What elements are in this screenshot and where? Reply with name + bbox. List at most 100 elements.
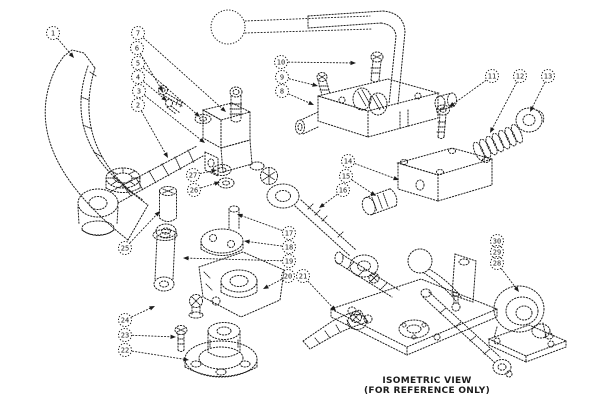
leader-arrowhead-21: [330, 305, 336, 311]
balloon-number-27: 27: [189, 172, 197, 180]
balloon-17: [282, 226, 296, 240]
balloon-number-16: 16: [339, 187, 347, 195]
balloon-number-6: 6: [135, 45, 139, 53]
balloon-number-8: 8: [280, 88, 284, 96]
leader-arrowhead-14: [393, 176, 399, 181]
balloon-6: [130, 41, 144, 55]
balloon-number-1: 1: [51, 30, 55, 38]
housing-screws: [316, 51, 384, 96]
leader-arrowhead-7: [220, 106, 226, 112]
leader-arrowhead-27: [211, 168, 217, 174]
balloon-27: [186, 168, 200, 182]
detail-balloon-leader-1: [244, 15, 371, 22]
balloon-number-14: 14: [344, 158, 352, 166]
leader-line-17: [240, 214, 283, 231]
handle-lever: [307, 10, 406, 105]
balloon-number-12: 12: [516, 73, 524, 81]
leader-arrowhead-17: [237, 213, 243, 218]
leader-arrowhead-24: [149, 306, 155, 311]
leader-line-20: [266, 279, 282, 288]
leader-line-24: [131, 307, 152, 318]
arm-ball-stud: [188, 294, 204, 319]
mount-bracket: [451, 253, 477, 303]
leader-arrowhead-18: [244, 239, 250, 244]
leader-line-2: [141, 111, 167, 155]
balloon-4: [131, 70, 145, 84]
leader-line-28: [501, 268, 518, 290]
compression-spring: [472, 123, 524, 162]
center-link: [153, 223, 177, 292]
leader-line-12: [491, 82, 517, 130]
balloon-23: [118, 328, 132, 342]
leader-arrowhead-22: [183, 356, 189, 362]
leader-line-4: [143, 81, 165, 99]
balloon-30: [490, 234, 504, 248]
leader-arrowhead-15: [370, 191, 376, 196]
balloon-number-26: 26: [190, 187, 198, 195]
leader-arrowhead-23: [170, 334, 176, 339]
balloon-number-29: 29: [493, 249, 501, 257]
balloon-number-9: 9: [280, 74, 284, 82]
balloon-9: [275, 70, 289, 84]
pivot-plate: [200, 205, 244, 256]
leader-arrowhead-13: [530, 106, 535, 112]
caption-line1: ISOMETRIC VIEW: [382, 376, 471, 386]
balloon-number-21: 21: [299, 273, 307, 281]
balloon-22: [118, 343, 132, 357]
balloon-21: [296, 269, 310, 283]
assembled-unit: [302, 248, 568, 378]
steering-arm: [77, 145, 204, 236]
balloon-5: [131, 56, 145, 70]
balloon-number-15: 15: [342, 173, 350, 181]
balloon-number-3: 3: [137, 88, 141, 96]
leader-arrowhead-10: [350, 60, 356, 66]
valve-block: [396, 147, 494, 202]
leader-arrowhead-28: [513, 286, 519, 292]
leader-line-26: [200, 182, 217, 189]
leader-line-1: [57, 38, 72, 56]
balloon-number-4: 4: [136, 74, 140, 82]
leader-line-16: [321, 194, 338, 207]
balloon-10: [274, 55, 288, 69]
balloon-20: [281, 269, 295, 283]
leader-arrowhead-1: [68, 52, 74, 58]
pitman-arm-assembled: [302, 309, 369, 350]
balloon-number-25: 25: [121, 245, 129, 253]
leader-line-6: [140, 54, 162, 90]
leader-line-5: [143, 67, 198, 115]
balloon-number-11: 11: [488, 73, 496, 81]
gear-motor: [487, 285, 568, 363]
balloon-25: [118, 241, 132, 255]
balloon-18: [282, 240, 296, 254]
leader-line-7: [143, 37, 224, 110]
leader-arrowhead-5: [194, 111, 200, 117]
pivot-pin: [152, 186, 178, 241]
leader-line-13: [531, 82, 546, 109]
leader-arrowhead-3: [199, 137, 205, 143]
balloon-number-17: 17: [285, 230, 293, 238]
leader-arrowhead-19: [183, 255, 189, 261]
balloon-number-23: 23: [121, 332, 129, 340]
balloon-16: [336, 183, 350, 197]
leader-arrowhead-12: [490, 127, 495, 133]
gear-housing: [295, 78, 457, 138]
leader-arrowhead-25: [154, 211, 160, 217]
balloon-number-5: 5: [136, 60, 140, 68]
balloon-number-13: 13: [544, 73, 552, 81]
balloon-3: [132, 84, 146, 98]
balloon-number-19: 19: [285, 258, 293, 266]
leader-arrowhead-2: [163, 152, 168, 158]
balloon-29: [490, 245, 504, 259]
leader-arrowhead-16: [319, 202, 325, 208]
balloon-number-10: 10: [277, 59, 285, 67]
balloon-12: [513, 69, 527, 83]
leader-line-15: [351, 179, 374, 195]
detail-balloon-leader-2: [244, 28, 373, 34]
yoke-block: [201, 86, 253, 177]
balloon-number-28: 28: [493, 260, 501, 268]
balloon-number-24: 24: [121, 317, 129, 325]
leader-arrowhead-26: [214, 181, 220, 186]
bellcrank-arm: [198, 251, 285, 318]
balloon-24: [118, 313, 132, 327]
leader-line-23: [132, 334, 173, 338]
